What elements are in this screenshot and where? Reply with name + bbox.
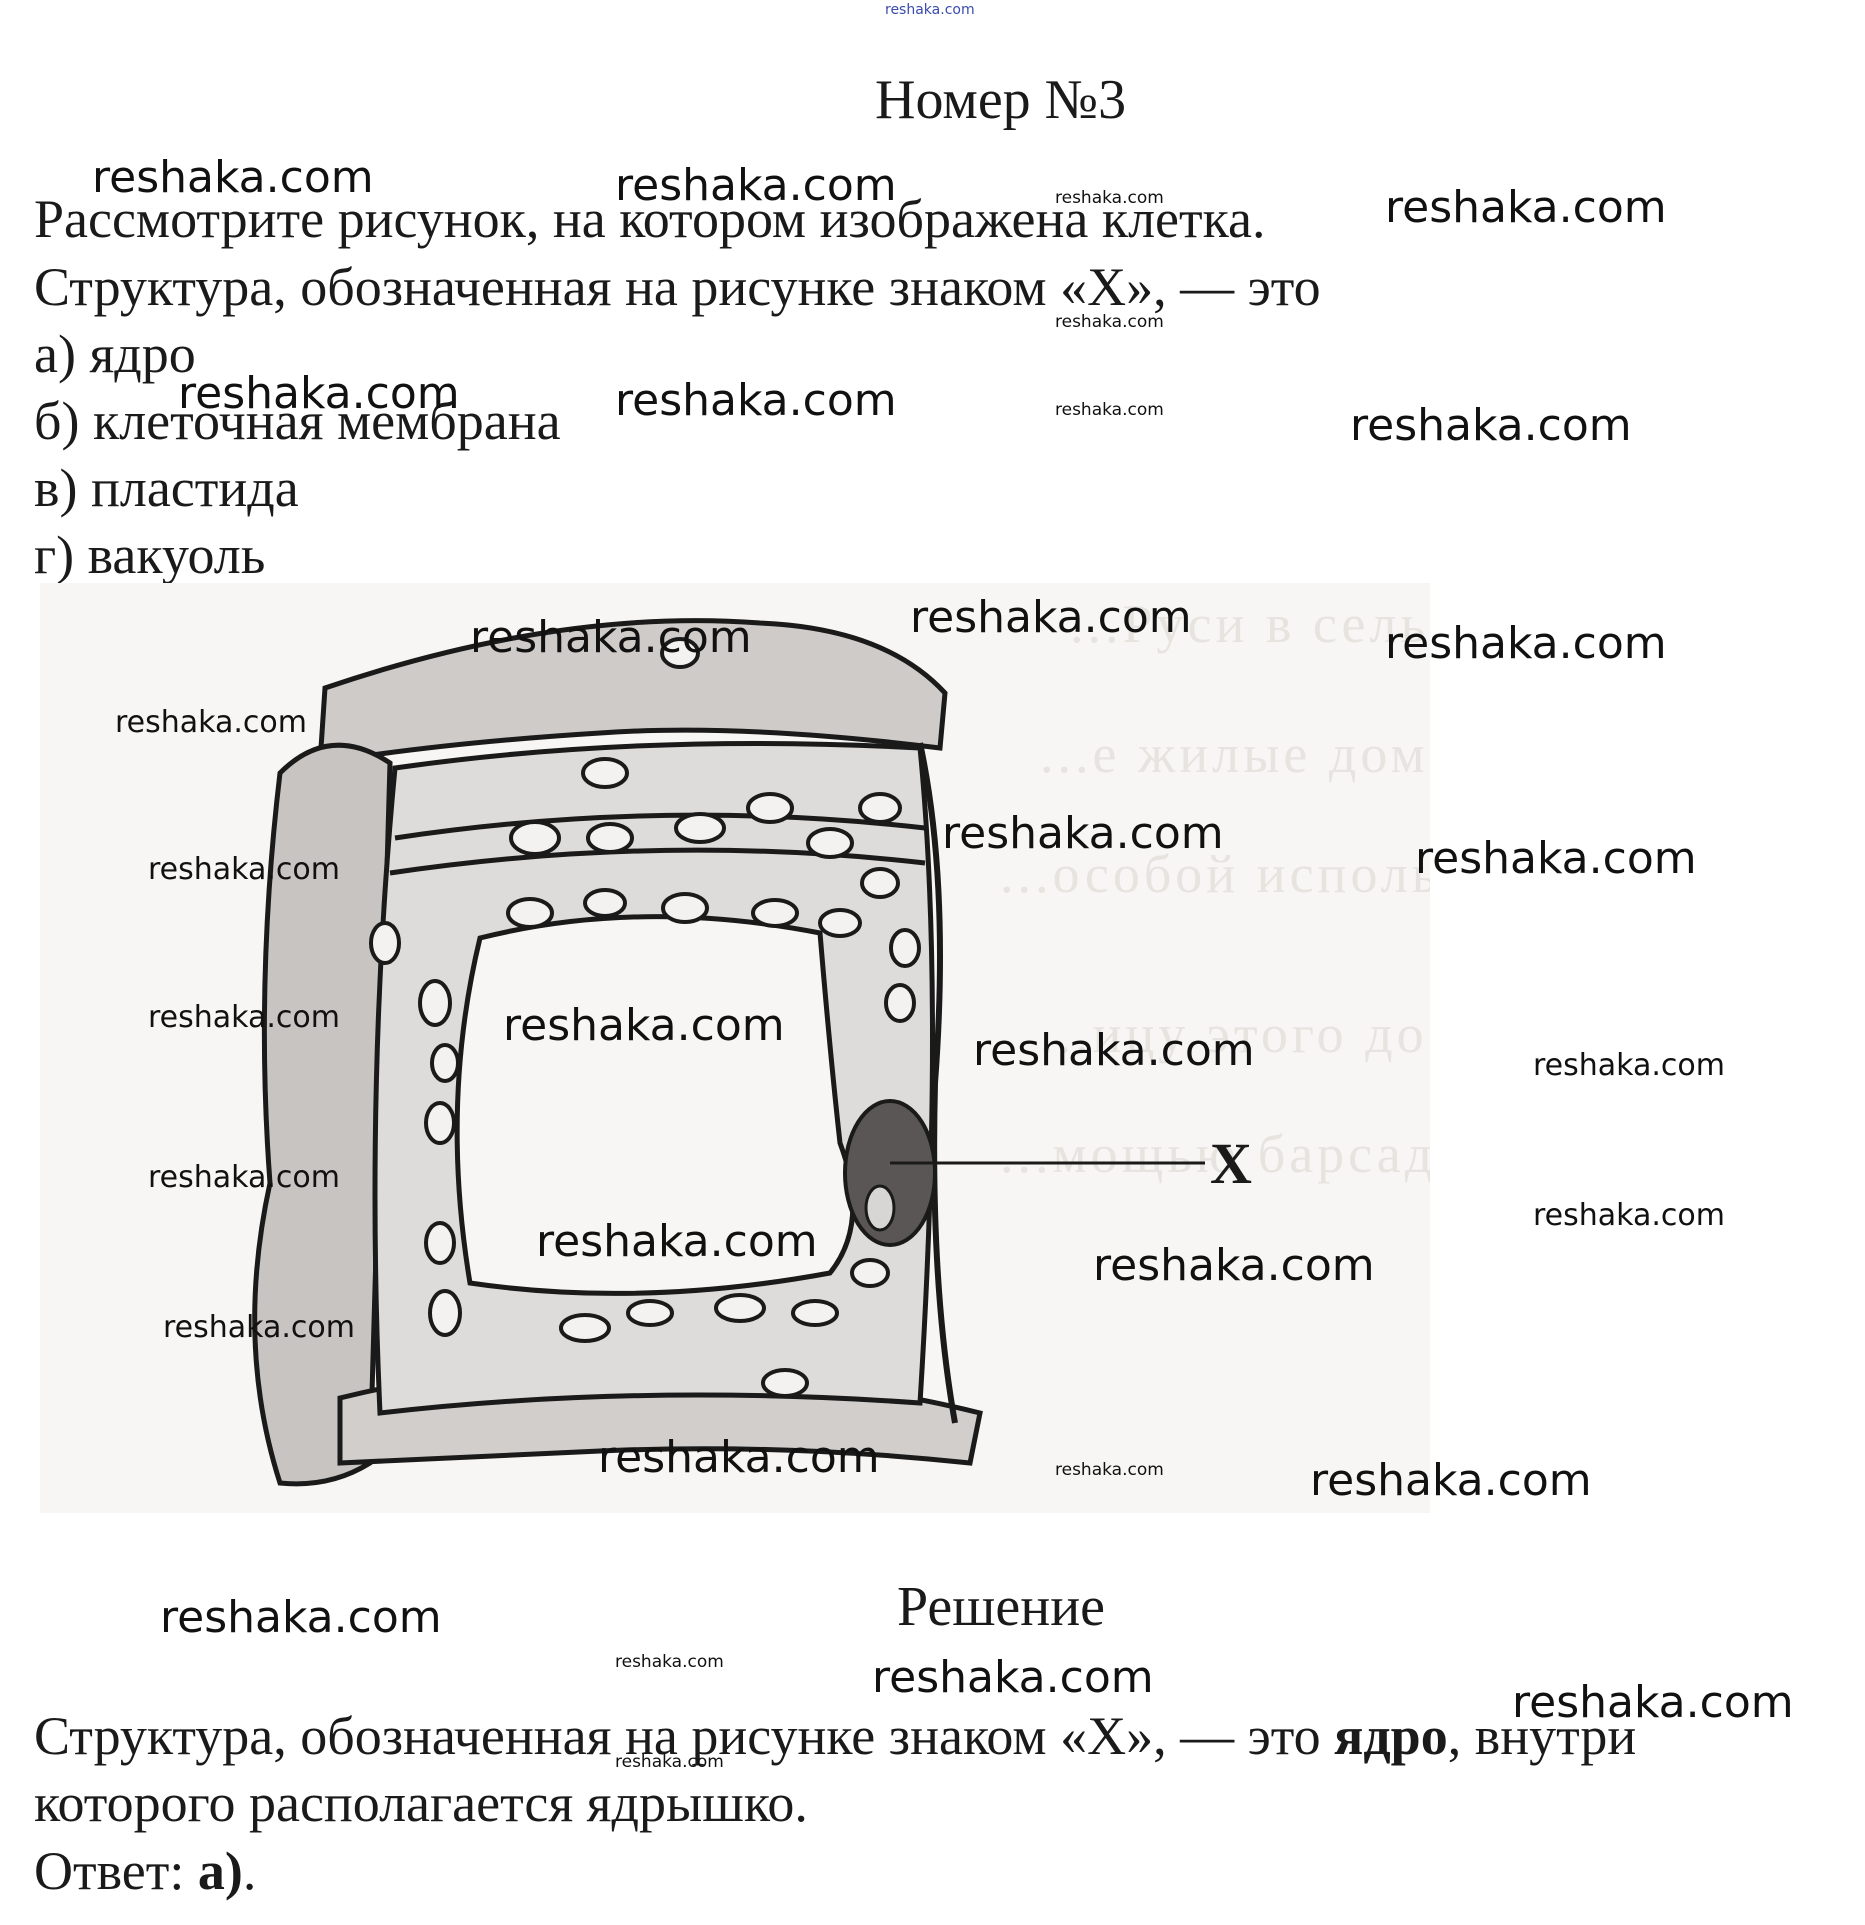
figure-bg-text: ...е жилые дома... (1040, 724, 1430, 784)
answer-value: а) (197, 1841, 243, 1901)
watermark: reshaka.com (1055, 1460, 1164, 1480)
nucleolus (864, 1184, 896, 1232)
figure-bg-text: ...Руси в сельской местности мест... (1070, 594, 1430, 654)
plant-cell-diagram: X (252, 618, 1252, 1487)
plastids (369, 637, 921, 1398)
solution-line-1: Структура, обозначенная на рисунке знако… (34, 1706, 1637, 1766)
page-title: Номер №3 (875, 69, 1127, 131)
watermark: reshaka.com (942, 808, 1224, 859)
watermark: reshaka.com (1055, 400, 1164, 420)
watermark: reshaka.com (615, 1752, 724, 1772)
watermark: reshaka.com (1055, 188, 1164, 208)
question-line-2: Структура, обозначенная на рисунке знако… (34, 257, 1321, 317)
option-b: б) клеточная мембрана (34, 391, 561, 451)
watermark: reshaka.com (1055, 312, 1164, 332)
watermark: reshaka.com (973, 1025, 1255, 1076)
watermark: reshaka.com (1385, 618, 1667, 669)
solution-line-2: которого располагается ядрышко. (34, 1773, 808, 1833)
cell-wall-top (317, 618, 948, 766)
vacuole (454, 914, 856, 1296)
watermark: reshaka.com (148, 1000, 340, 1035)
watermark: reshaka.com (910, 592, 1192, 643)
watermark: reshaka.com (470, 612, 752, 663)
watermark: reshaka.com (872, 1652, 1154, 1703)
watermark: reshaka.com (178, 368, 460, 419)
cell-wall-left (252, 742, 393, 1487)
question-line-1: Рассмотрите рисунок, на котором изображе… (34, 189, 1266, 249)
watermark: reshaka.com (1350, 400, 1632, 451)
watermark: reshaka.com (1512, 1677, 1794, 1728)
watermark: reshaka.com (1385, 182, 1667, 233)
site-watermark-top: reshaka.com (885, 2, 975, 18)
watermark: reshaka.com (115, 705, 307, 740)
watermark: reshaka.com (148, 1160, 340, 1195)
watermark: reshaka.com (1533, 1048, 1725, 1083)
watermark: reshaka.com (148, 852, 340, 887)
option-d: г) вакуоль (34, 525, 266, 585)
option-a: а) ядро (34, 324, 196, 384)
solution-heading: Решение (897, 1576, 1106, 1638)
watermark: reshaka.com (536, 1216, 818, 1267)
watermark: reshaka.com (1310, 1455, 1592, 1506)
watermark: reshaka.com (503, 1000, 785, 1051)
watermark: reshaka.com (1533, 1198, 1725, 1233)
solution-answer-term: ядро (1334, 1706, 1448, 1766)
watermark: reshaka.com (1093, 1240, 1375, 1291)
watermark: reshaka.com (160, 1592, 442, 1643)
cell-figure: ...Руси в сельской местности мест... ...… (40, 583, 1430, 1513)
option-c: в) пластида (34, 458, 299, 518)
answer-line: Ответ: а). (34, 1841, 257, 1901)
watermark: reshaka.com (615, 1652, 724, 1672)
watermark: reshaka.com (615, 160, 897, 211)
cell-wall-right (917, 742, 958, 1424)
watermark: reshaka.com (1415, 833, 1697, 884)
figure-bg-text: ...особой использования... (1000, 844, 1430, 904)
figure-bg-text: ...ицу этого досуга... (1040, 1004, 1430, 1064)
watermark: reshaka.com (598, 1432, 880, 1483)
watermark: reshaka.com (163, 1310, 355, 1345)
watermark: reshaka.com (615, 375, 897, 426)
marker-label-x: X (1210, 1131, 1252, 1196)
watermark: reshaka.com (92, 152, 374, 203)
figure-bg-text: ...мощью барсадра внешних... (1000, 1124, 1430, 1184)
